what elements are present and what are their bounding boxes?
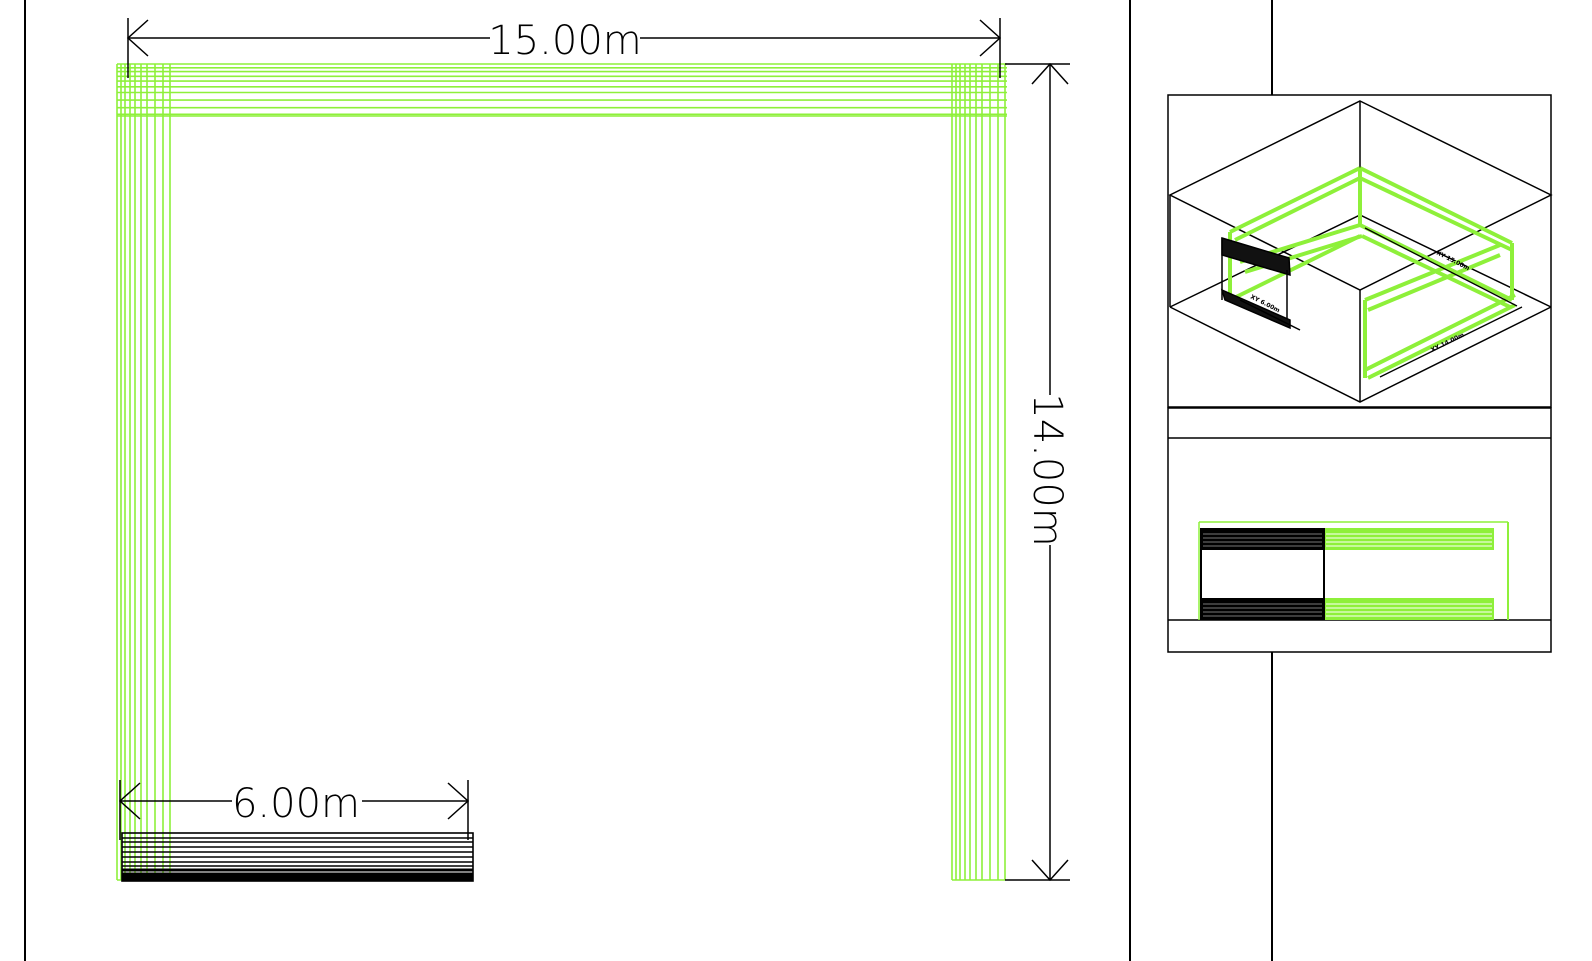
iso-dimensions	[1364, 227, 1523, 378]
iso-short-beam	[1220, 236, 1301, 331]
dimension-short	[118, 780, 470, 840]
elevation-structure	[1198, 521, 1509, 620]
iso-frame-line	[1359, 166, 1513, 245]
dimension-depth	[1005, 62, 1070, 882]
iso-frame-line	[1359, 223, 1513, 302]
iso-frame-line	[1364, 243, 1501, 302]
dimension-width-label: 15.00m	[488, 18, 641, 64]
iso-frame-line	[1229, 234, 1361, 302]
iso-frame-line	[1234, 176, 1361, 242]
dimension-depth-label: 14.00m	[1024, 393, 1070, 546]
elevation-green-bottom	[1324, 598, 1494, 620]
sheet-frame	[24, 0, 1273, 961]
iso-frame-line	[1364, 293, 1516, 372]
dimension-short-label: 6.00m	[232, 781, 360, 827]
elevation-black-bottom	[1201, 598, 1324, 620]
iso-frame-line	[1359, 176, 1513, 252]
iso-viewport: XY 15.00m XY 14.00m XY 6.00m	[1167, 94, 1553, 408]
iso-frame-line	[1367, 303, 1516, 380]
iso-frame-line	[1367, 253, 1501, 312]
elevation-viewport	[1167, 407, 1552, 653]
iso-frame-structure	[1228, 166, 1516, 380]
iso-frame-line	[1229, 166, 1361, 234]
plan-short-beam	[121, 832, 474, 882]
elevation-green-top	[1324, 528, 1494, 550]
elevation-black-top	[1201, 528, 1324, 550]
dimension-width	[126, 18, 1002, 78]
plan-frame-structure	[116, 63, 1007, 881]
